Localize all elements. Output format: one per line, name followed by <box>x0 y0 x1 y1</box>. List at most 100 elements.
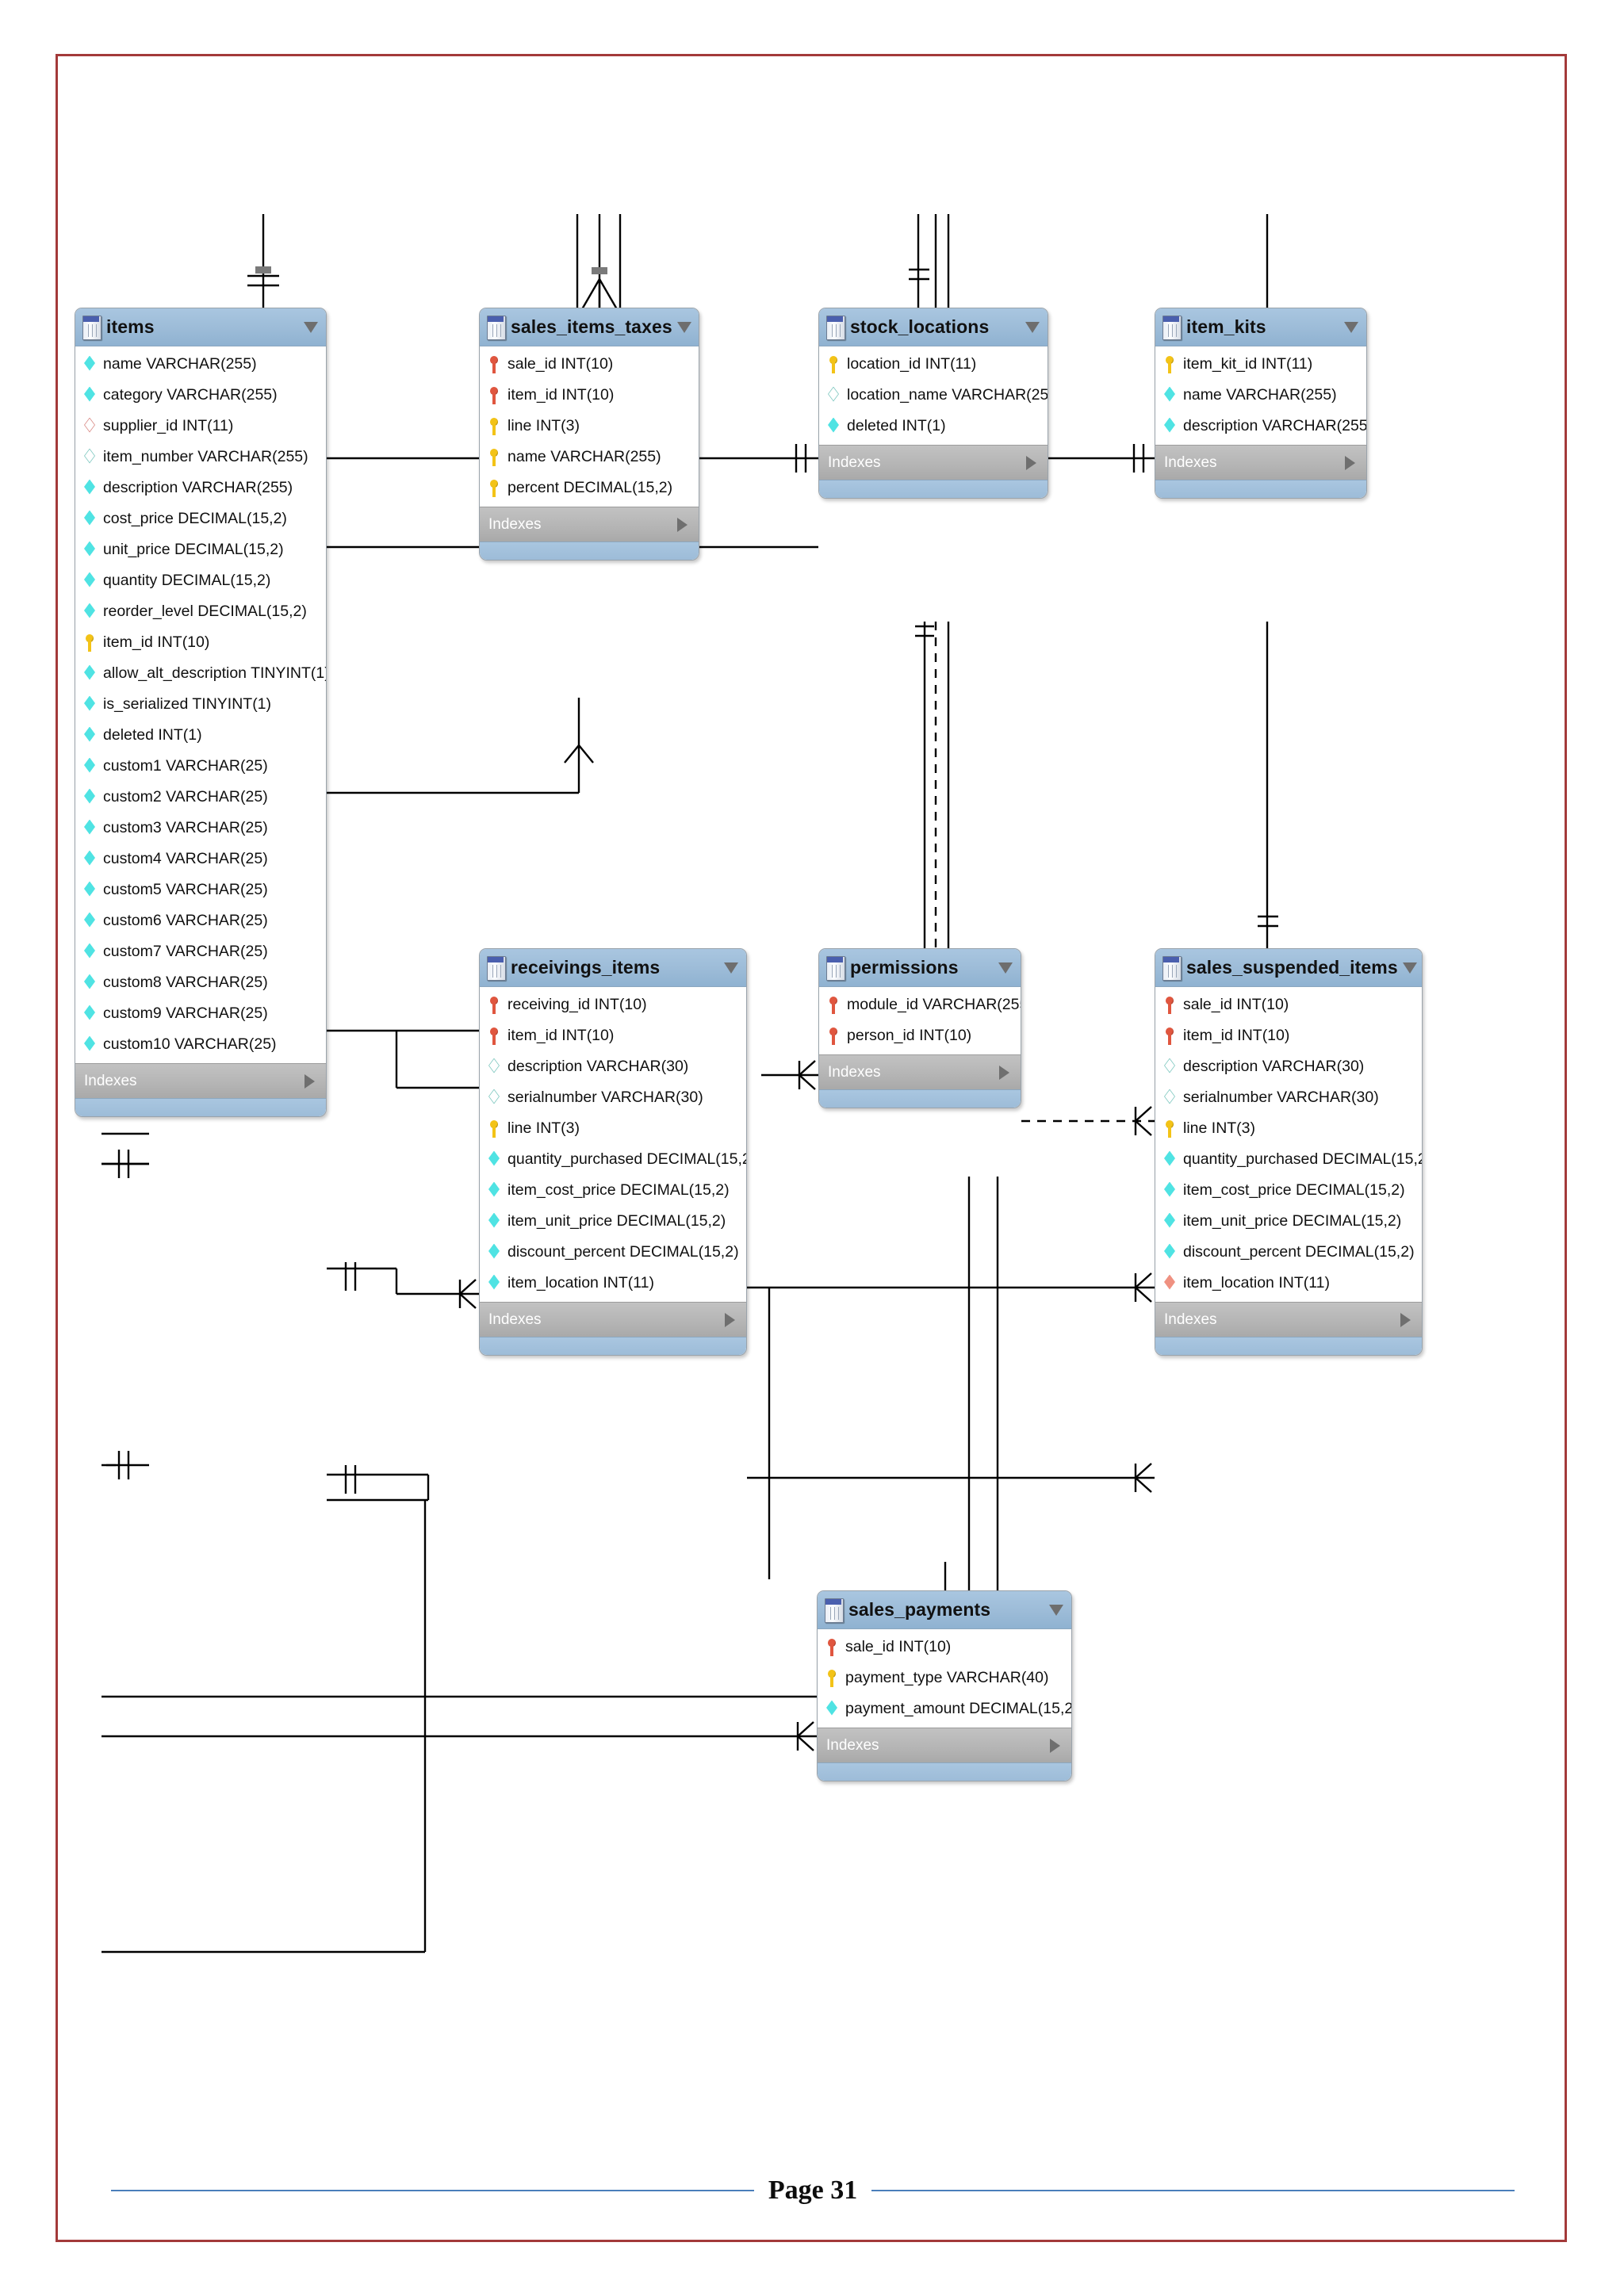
table-column[interactable]: module_id VARCHAR(255) <box>819 989 1021 1020</box>
table-column[interactable]: serialnumber VARCHAR(30) <box>480 1082 746 1113</box>
table-column[interactable]: description VARCHAR(30) <box>480 1051 746 1082</box>
chevron-down-icon[interactable] <box>304 321 318 333</box>
table-header[interactable]: sales_items_taxes <box>480 308 699 346</box>
table-column[interactable]: line INT(3) <box>480 1113 746 1144</box>
table-column[interactable]: item_kit_id INT(11) <box>1155 349 1366 380</box>
table-column[interactable]: line INT(3) <box>480 411 699 442</box>
chevron-right-icon[interactable] <box>725 1312 735 1327</box>
table-column[interactable]: sale_id INT(10) <box>818 1632 1071 1663</box>
table-column[interactable]: payment_type VARCHAR(40) <box>818 1663 1071 1693</box>
chevron-right-icon[interactable] <box>304 1073 315 1089</box>
chevron-right-icon[interactable] <box>1345 455 1355 470</box>
chevron-down-icon[interactable] <box>998 962 1013 974</box>
table-header[interactable]: permissions <box>819 949 1021 987</box>
table-header[interactable]: item_kits <box>1155 308 1366 346</box>
indexes-section[interactable]: Indexes <box>1155 445 1366 480</box>
table-column[interactable]: item_id INT(10) <box>1155 1020 1422 1051</box>
table-header[interactable]: items <box>75 308 326 346</box>
table-column[interactable]: name VARCHAR(255) <box>480 442 699 473</box>
table-column[interactable]: item_id INT(10) <box>480 1020 746 1051</box>
table-column[interactable]: item_cost_price DECIMAL(15,2) <box>1155 1175 1422 1206</box>
table-column[interactable]: item_id INT(10) <box>480 380 699 411</box>
table-column[interactable]: item_number VARCHAR(255) <box>75 442 326 473</box>
table-column[interactable]: line INT(3) <box>1155 1113 1422 1144</box>
table-column[interactable]: custom7 VARCHAR(25) <box>75 936 326 967</box>
table-column[interactable]: item_unit_price DECIMAL(15,2) <box>480 1206 746 1237</box>
chevron-right-icon[interactable] <box>677 517 688 532</box>
table-column[interactable]: cost_price DECIMAL(15,2) <box>75 503 326 534</box>
table-column[interactable]: receiving_id INT(10) <box>480 989 746 1020</box>
table-column[interactable]: description VARCHAR(255) <box>1155 411 1366 442</box>
table-column[interactable]: quantity DECIMAL(15,2) <box>75 565 326 596</box>
table-column[interactable]: item_unit_price DECIMAL(15,2) <box>1155 1206 1422 1237</box>
indexes-section[interactable]: Indexes <box>818 1728 1071 1762</box>
table-column[interactable]: item_location INT(11) <box>1155 1268 1422 1299</box>
table-column[interactable]: supplier_id INT(11) <box>75 411 326 442</box>
table-column[interactable]: custom9 VARCHAR(25) <box>75 998 326 1029</box>
table-column[interactable]: item_id INT(10) <box>75 627 326 658</box>
chevron-down-icon[interactable] <box>1402 962 1417 974</box>
chevron-down-icon[interactable] <box>676 321 691 333</box>
table-column[interactable]: payment_amount DECIMAL(15,2) <box>818 1693 1071 1724</box>
indexes-section[interactable]: Indexes <box>480 1302 746 1337</box>
table-column[interactable]: quantity_purchased DECIMAL(15,2) <box>1155 1144 1422 1175</box>
chevron-right-icon[interactable] <box>1026 455 1036 470</box>
table-column[interactable]: allow_alt_description TINYINT(1) <box>75 658 326 689</box>
table-column[interactable]: discount_percent DECIMAL(15,2) <box>480 1237 746 1268</box>
table-column[interactable]: description VARCHAR(30) <box>1155 1051 1422 1082</box>
table-column[interactable]: description VARCHAR(255) <box>75 473 326 503</box>
table-column[interactable]: item_cost_price DECIMAL(15,2) <box>480 1175 746 1206</box>
table-column[interactable]: custom1 VARCHAR(25) <box>75 751 326 782</box>
chevron-down-icon[interactable] <box>1049 1604 1063 1616</box>
table-column[interactable]: custom3 VARCHAR(25) <box>75 813 326 844</box>
chevron-right-icon[interactable] <box>999 1065 1009 1080</box>
indexes-section[interactable]: Indexes <box>819 445 1048 480</box>
table-column[interactable]: category VARCHAR(255) <box>75 380 326 411</box>
chevron-right-icon[interactable] <box>1400 1312 1411 1327</box>
table-column[interactable]: item_location INT(11) <box>480 1268 746 1299</box>
chevron-down-icon[interactable] <box>1344 321 1358 333</box>
table-column[interactable]: person_id INT(10) <box>819 1020 1021 1051</box>
table-column[interactable]: sale_id INT(10) <box>480 349 699 380</box>
chevron-down-icon[interactable] <box>724 962 738 974</box>
table-column[interactable]: custom6 VARCHAR(25) <box>75 905 326 936</box>
table-column[interactable]: location_id INT(11) <box>819 349 1048 380</box>
table-header[interactable]: receivings_items <box>480 949 746 987</box>
indexes-section[interactable]: Indexes <box>480 507 699 541</box>
table-column[interactable]: deleted INT(1) <box>819 411 1048 442</box>
table-column[interactable]: custom5 VARCHAR(25) <box>75 874 326 905</box>
chevron-down-icon[interactable] <box>1025 321 1040 333</box>
table-header[interactable]: sales_suspended_items <box>1155 949 1422 987</box>
table-column[interactable]: custom4 VARCHAR(25) <box>75 844 326 874</box>
table-column[interactable]: sale_id INT(10) <box>1155 989 1422 1020</box>
table-column[interactable]: location_name VARCHAR(255) <box>819 380 1048 411</box>
table-column[interactable]: name VARCHAR(255) <box>1155 380 1366 411</box>
table-column[interactable]: deleted INT(1) <box>75 720 326 751</box>
table-column[interactable]: reorder_level DECIMAL(15,2) <box>75 596 326 627</box>
table-column[interactable]: custom2 VARCHAR(25) <box>75 782 326 813</box>
indexes-section[interactable]: Indexes <box>819 1054 1021 1089</box>
table-column[interactable]: is_serialized TINYINT(1) <box>75 689 326 720</box>
indexes-section[interactable]: Indexes <box>75 1063 326 1098</box>
table-column[interactable]: discount_percent DECIMAL(15,2) <box>1155 1237 1422 1268</box>
table-column[interactable]: unit_price DECIMAL(15,2) <box>75 534 326 565</box>
table-header[interactable]: sales_payments <box>818 1591 1071 1629</box>
table-header[interactable]: stock_locations <box>819 308 1048 346</box>
table-column[interactable]: quantity_purchased DECIMAL(15,2) <box>480 1144 746 1175</box>
table-column[interactable]: name VARCHAR(255) <box>75 349 326 380</box>
table-column[interactable]: serialnumber VARCHAR(30) <box>1155 1082 1422 1113</box>
indexes-section[interactable]: Indexes <box>1155 1302 1422 1337</box>
table-column[interactable]: custom10 VARCHAR(25) <box>75 1029 326 1060</box>
chevron-right-icon[interactable] <box>1050 1738 1060 1753</box>
table-column[interactable]: percent DECIMAL(15,2) <box>480 473 699 503</box>
table-column[interactable]: custom8 VARCHAR(25) <box>75 967 326 998</box>
column-icon <box>84 387 98 404</box>
